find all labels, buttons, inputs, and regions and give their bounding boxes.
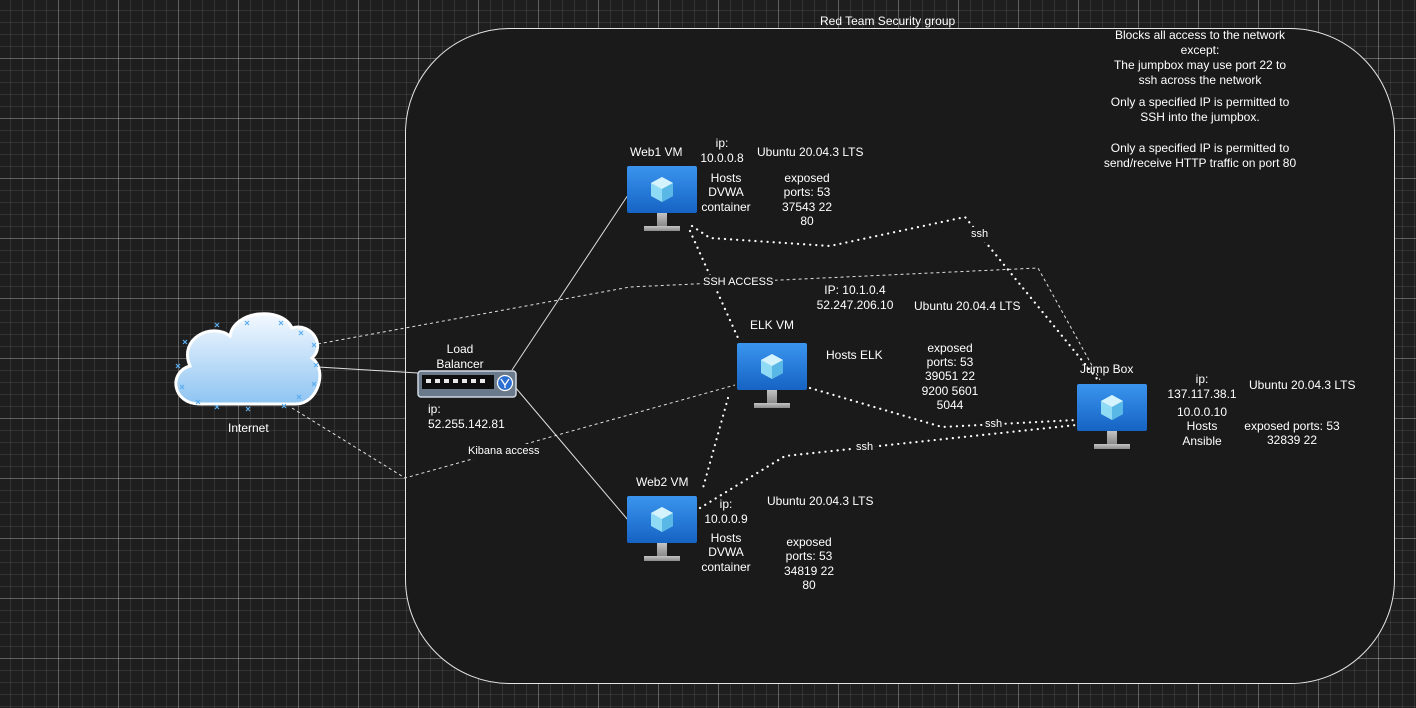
lb-web1-link [511,194,629,371]
dotted-ssh-lines [688,215,1100,510]
jumpbox-vm-icon [1077,384,1147,449]
ssh-elk-web2-line [701,396,730,490]
load-balancer-icon [417,370,517,398]
web2-ip-line: 10.0.0.9 [704,512,748,526]
group-title: Red Team Security group [820,14,956,28]
jumpbox-ip-line: ip: [1195,372,1209,386]
web2-vm-icon [627,496,697,561]
internet-label: Internet [228,421,269,435]
web1-ip-line: ip: [715,136,729,150]
jumpbox-ports-line: 32839 22 [1266,433,1318,447]
kibana-access-line [291,384,736,479]
web2-host-line: Hosts [710,531,742,545]
policy-line: send/receive HTTP traffic on port 80 [1103,156,1297,170]
lb-title-line: Balancer [436,357,484,371]
web1-ports-line: ports: 53 [783,185,831,199]
web1-os: Ubuntu 20.04.3 LTS [757,145,864,159]
web1-host-line: DVWA [708,185,744,199]
policy-line: Only a specified IP is permitted to [1110,95,1290,109]
web1-ip-line: 10.0.0.8 [700,151,744,165]
elk-vm-icon [737,343,807,408]
elk-os: Ubuntu 20.04.4 LTS [914,299,1021,313]
policy-line: except: [1180,43,1220,57]
ssh-label: ssh [969,227,991,242]
lb-web2-link [514,386,629,521]
elk-ip-line: IP: 10.1.0.4 [824,283,886,297]
elk-ports-line: exposed [927,341,973,355]
cloud-icon [174,312,322,412]
elk-ports-line: 39051 22 [924,369,976,383]
web2-ports-line: 80 [802,578,816,592]
security-group-boundary [405,28,1395,684]
jumpbox-ip-line: 10.0.0.10 [1176,405,1228,419]
elk-host: Hosts ELK [826,348,883,362]
web2-os: Ubuntu 20.04.3 LTS [767,494,874,508]
dashed-link-lines [291,267,1101,479]
web2-ports-line: 34819 22 [783,564,835,578]
jumpbox-ports-line: exposed ports: 53 [1244,419,1340,433]
jumpbox-title: Jump Box [1080,362,1134,376]
lb-ip-line: ip: [428,402,441,416]
web2-ports-line: exposed [786,535,832,549]
ssh-label: ssh [983,417,1005,432]
elk-ports-line: ports: 53 [926,355,974,369]
policy-line: The jumpbox may use port 22 to [1113,58,1287,72]
policy-line: Only a specified IP is permitted to [1110,141,1290,155]
jumpbox-ip-line: 137.117.38.1 [1167,387,1237,401]
internet-lb-link [317,366,419,374]
web2-ip-line: ip: [719,497,733,511]
jumpbox-host-line: Hosts [1186,419,1218,433]
solid-link-lines [317,194,629,521]
web1-ports-line: exposed [784,171,830,185]
ssh-jump-web2-line [698,423,1078,510]
ssh-access-label: SSH ACCESS [701,275,776,290]
web2-ports-line: ports: 53 [785,549,833,563]
web1-host-line: Hosts [710,171,742,185]
web1-ports-line: 80 [800,214,814,228]
jumpbox-os: Ubuntu 20.04.3 LTS [1249,378,1356,392]
elk-ip-line: 52.247.206.10 [816,298,894,312]
elk-ports-line: 9200 5601 [921,384,979,398]
web1-vm-icon [627,166,697,231]
kibana-access-label: Kibana access [466,444,542,459]
lb-title-line: Load [446,342,474,356]
ssh-label: ssh [854,440,876,455]
elk-title: ELK VM [750,318,795,332]
web2-title: Web2 VM [636,475,689,489]
elk-ports-line: 5044 [936,398,964,412]
web1-ports-line: 37543 22 [781,200,833,214]
web1-title: Web1 VM [630,145,683,159]
web2-host-line: container [701,560,751,574]
web2-host-line: DVWA [708,545,744,559]
lb-ip-line: 52.255.142.81 [428,417,505,431]
policy-line: ssh across the network [1138,73,1262,87]
policy-line: Blocks all access to the network [1114,28,1286,42]
web1-host-line: container [701,200,751,214]
jumpbox-host-line: Ansible [1182,434,1222,448]
ssh-web1-elk-line [688,229,740,340]
policy-line: SSH into the jumpbox. [1140,110,1260,124]
